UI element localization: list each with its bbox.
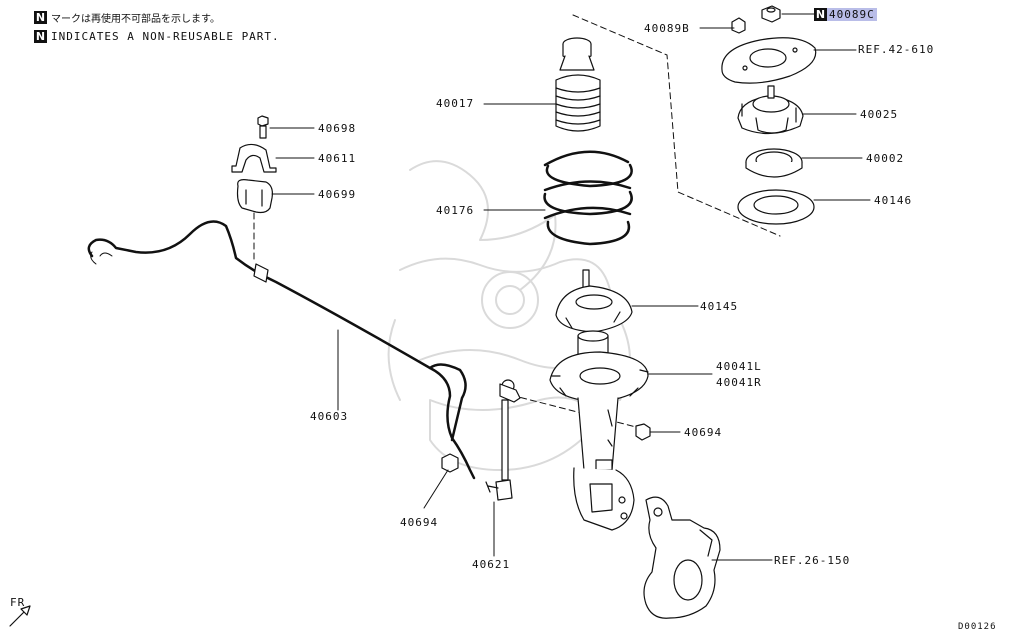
part-label-40025[interactable]: 40025 <box>860 108 899 121</box>
diagram-code: D00126 <box>958 622 997 632</box>
part-label-40041L[interactable]: 40041L <box>716 360 762 373</box>
legend-en: N INDICATES A NON-REUSABLE PART. <box>34 30 280 43</box>
part-40621-link <box>485 379 521 501</box>
part-label-40698[interactable]: 40698 <box>318 122 357 135</box>
part-40611-bracket <box>231 143 277 173</box>
non-reusable-badge: N <box>34 30 47 43</box>
part-40089B-nut <box>731 17 746 34</box>
part-40025-mount <box>737 85 804 135</box>
legend-jp-text: マークは再使用不可部品を示します。 <box>51 14 220 25</box>
part-label-40611[interactable]: 40611 <box>318 152 357 165</box>
fr-label: FR <box>10 596 26 609</box>
non-reusable-badge: N <box>814 8 827 21</box>
part-40694-nut-upper <box>635 423 651 441</box>
part-label-40694-upper[interactable]: 40694 <box>684 426 723 439</box>
non-reusable-badge: N <box>34 11 47 24</box>
legend-jp: N マークは再使用不可部品を示します。 <box>34 10 220 25</box>
part-ref42610-plate <box>721 37 817 84</box>
part-label-ref26150[interactable]: REF.26-150 <box>774 554 851 567</box>
part-label-40176[interactable]: 40176 <box>436 204 475 217</box>
part-40176-spring <box>543 150 633 246</box>
part-40145-seat <box>555 269 633 333</box>
part-label-40621[interactable]: 40621 <box>472 558 511 571</box>
part-40146-seat <box>737 189 815 225</box>
part-label-40699[interactable]: 40699 <box>318 188 357 201</box>
part-label-40041R[interactable]: 40041R <box>716 376 762 389</box>
legend-en-text: INDICATES A NON-REUSABLE PART. <box>51 30 280 43</box>
part-label-40694-lower[interactable]: 40694 <box>400 516 439 529</box>
part-label-40603[interactable]: 40603 <box>310 410 349 423</box>
part-40089C-nut <box>761 5 781 23</box>
dashed-leaders <box>253 14 781 429</box>
part-label-40145[interactable]: 40145 <box>700 300 739 313</box>
part-40017-boot <box>555 37 601 132</box>
part-40694-nut-lower <box>441 453 459 473</box>
part-40603-stabilizer-bar <box>87 220 476 480</box>
fr-arrow-icon <box>9 605 31 627</box>
part-label-ref42610[interactable]: REF.42-610 <box>858 43 935 56</box>
part-label-40002[interactable]: 40002 <box>866 152 905 165</box>
part-number: 40089C <box>827 8 877 21</box>
part-40698-bolt <box>257 115 269 139</box>
part-40699-bushing <box>236 179 273 214</box>
part-label-40146[interactable]: 40146 <box>874 194 913 207</box>
label-leaders <box>269 13 871 561</box>
part-ref26150-knuckle <box>643 496 721 619</box>
part-40041-strut <box>549 330 649 531</box>
part-label-40017[interactable]: 40017 <box>436 97 475 110</box>
part-label-40089B[interactable]: 40089B <box>644 22 690 35</box>
part-40002-bearing <box>745 148 803 178</box>
